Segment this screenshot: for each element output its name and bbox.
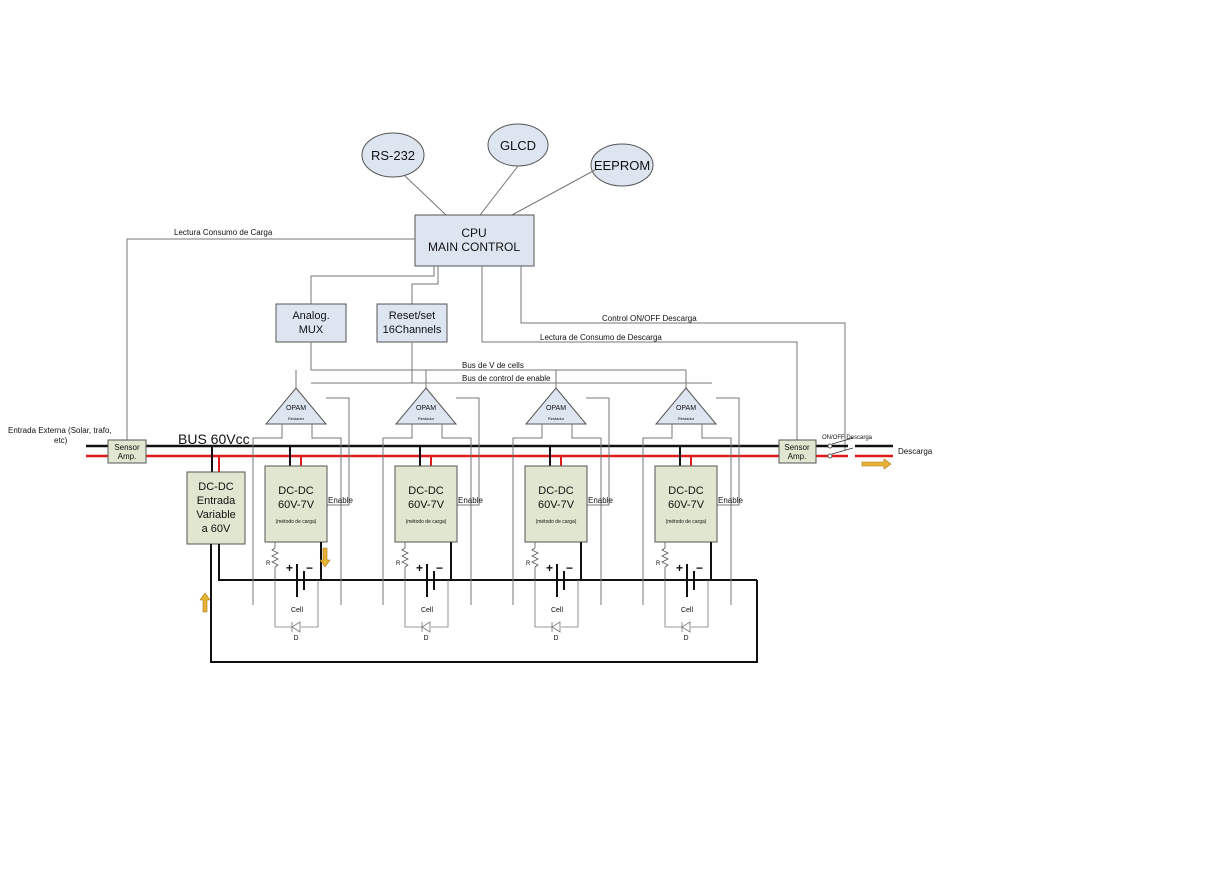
opam-sub-label: Restador — [288, 416, 305, 421]
reset-set-16ch: Reset/set 16Channels — [376, 303, 448, 343]
reset-label-1: Reset/set — [389, 310, 435, 322]
charge-channel-3 — [512, 387, 615, 643]
bus-60vcc — [86, 444, 893, 458]
dcdc-ch-label-2: 60V-7V — [278, 499, 315, 511]
sensor-amp-right: Sensor Amp. — [778, 439, 817, 464]
mux-label-2: MUX — [299, 324, 324, 336]
bus-60vcc-label: BUS 60Vcc — [178, 431, 250, 447]
peripheral-links — [404, 165, 596, 216]
reset-label-2: 16Channels — [383, 324, 442, 336]
sensor-left-label-2: Amp. — [118, 452, 137, 461]
dcdc-in-label-2: Entrada — [197, 495, 236, 507]
sensor-right-label-2: Amp. — [788, 452, 807, 461]
dcdc-in-label-4: a 60V — [202, 523, 231, 535]
cpu-main-control: CPU MAIN CONTROL — [414, 214, 535, 267]
descarga-arrow — [861, 458, 892, 470]
descarga-label: Descarga — [898, 447, 933, 456]
cell-plus: + — [286, 561, 293, 575]
main-control-label: MAIN CONTROL — [428, 240, 520, 254]
resistor-label: R — [266, 561, 271, 567]
bus-enable-label: Bus de control de enable — [462, 374, 551, 383]
entrada-label-2: etc) — [54, 436, 68, 445]
sensor-left-label-1: Sensor — [114, 443, 140, 452]
lectura-descarga-label: Lectura de Consumo de Descarga — [540, 333, 662, 342]
cell-minus: − — [306, 561, 313, 575]
dcdc-ch-label-3: (método de carga) — [276, 519, 317, 525]
signal-buses — [295, 342, 712, 390]
rs232-node: RS-232 — [361, 132, 425, 178]
entrada-label-1: Entrada Externa (Solar, trafo, — [8, 426, 112, 435]
lectura-carga-label: Lectura Consumo de Carga — [174, 228, 273, 237]
cpu-label: CPU — [461, 226, 486, 240]
cpu-control-lines — [126, 238, 846, 450]
charge-channel-2 — [382, 387, 485, 643]
input-arrow-up — [199, 592, 211, 613]
mux-label-1: Analog. — [292, 310, 329, 322]
rs232-label: RS-232 — [371, 148, 415, 163]
eeprom-label: EEPROM — [594, 158, 650, 173]
charge-channel-4 — [642, 387, 745, 643]
charge-channel: OPAM Restador DC-DC 60V-7V (método de ca… — [252, 387, 353, 642]
glcd-label: GLCD — [500, 138, 536, 153]
bus-cells-label: Bus de V de cells — [462, 361, 524, 370]
charge-arrow-down — [319, 547, 331, 568]
opam-label: OPAM — [286, 405, 306, 412]
dcdc-entrada-variable: DC-DC Entrada Variable a 60V — [186, 446, 246, 545]
sensor-right-label-1: Sensor — [784, 443, 810, 452]
sensor-amp-left: Sensor Amp. — [107, 439, 147, 464]
enable-label: Enable — [328, 496, 353, 505]
dcdc-in-label-1: DC-DC — [198, 481, 233, 493]
dcdc-in-label-3: Variable — [196, 509, 236, 521]
control-descarga-label: Control ON/OFF Descarga — [602, 314, 697, 323]
onoff-switch — [827, 437, 854, 459]
onoff-label: ON/OFF Descarga — [822, 435, 873, 441]
cell-label: Cell — [291, 607, 304, 614]
dcdc-ch-label-1: DC-DC — [278, 485, 313, 497]
glcd-node: GLCD — [487, 123, 549, 167]
eeprom-node: EEPROM — [590, 143, 654, 187]
diode-label: D — [293, 635, 298, 642]
analog-mux: Analog. MUX — [275, 303, 347, 343]
